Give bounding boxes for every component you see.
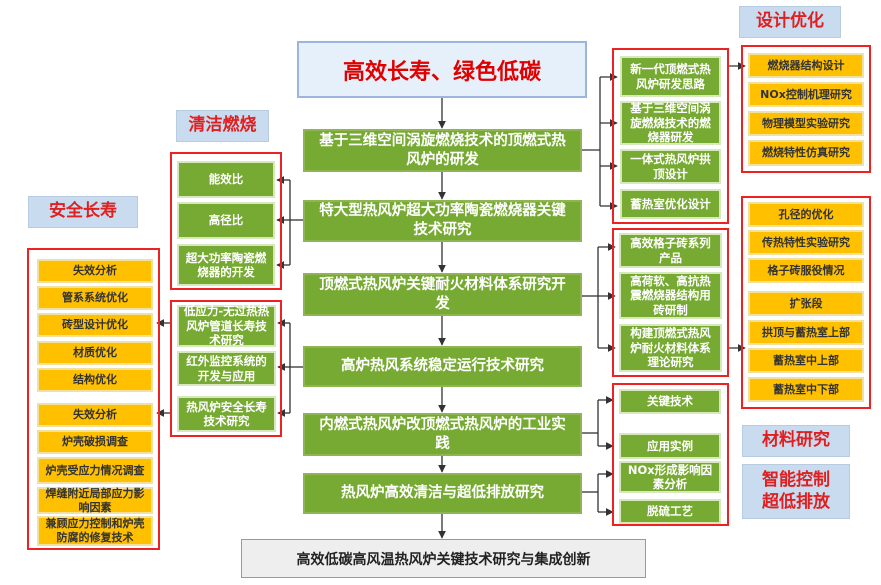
materials-g2-item-4: 蓄热室中下部 <box>748 377 864 402</box>
smart-item-3: NOx形成影响因素分析 <box>619 461 721 493</box>
safety-mid-frame <box>170 300 282 437</box>
safety-g1-item-2: 管系系统优化 <box>37 286 153 310</box>
safety-g2-item-1: 失效分析 <box>37 403 153 427</box>
smart-control-frame <box>612 383 729 526</box>
safety-mid-item-1: 低应力-无过热热风炉管道长寿技术研究 <box>177 304 276 347</box>
design-mid-item-1: 新一代顶燃式热风炉研发思路 <box>620 56 721 97</box>
smart-control-label-line1: 智能控制 <box>762 470 830 491</box>
design-item-2: NOx控制机理研究 <box>748 82 864 107</box>
clean-combustion-frame <box>170 152 282 290</box>
safety-g1-item-3: 砖型设计优化 <box>37 313 153 337</box>
safety-g2-item-2: 炉壳破损调查 <box>37 430 153 454</box>
materials-research-label: 材料研究 <box>742 425 850 457</box>
design-mid-item-4: 蓄热室优化设计 <box>620 189 721 219</box>
safety-longevity-label: 安全长寿 <box>28 196 138 228</box>
safety-outer-frame <box>27 248 160 550</box>
materials-g2-item-3: 蓄热室中上部 <box>748 348 864 373</box>
design-items-frame <box>741 45 871 173</box>
main-step-3: 顶燃式热风炉关键耐火材料体系研究开发 <box>303 273 582 316</box>
safety-g1-item-1: 失效分析 <box>37 259 153 283</box>
smart-item-1: 关键技术 <box>619 389 721 414</box>
main-step-2: 特大型热风炉超大功率陶瓷燃烧器关键技术研究 <box>303 200 582 242</box>
safety-mid-item-2: 红外监控系统的开发与应用 <box>177 351 276 386</box>
materials-items-frame <box>741 196 871 409</box>
bottom-summary: 高效低碳高风温热风炉关键技术研究与集成创新 <box>241 539 646 578</box>
safety-mid-item-3: 热风炉安全长寿技术研究 <box>177 396 276 432</box>
safety-g2-item-5: 兼顾应力控制和炉壳防腐的修复技术 <box>37 516 153 546</box>
main-step-6: 热风炉高效清洁与超低排放研究 <box>303 473 582 514</box>
clean-combustion-label: 清洁燃烧 <box>176 110 269 142</box>
materials-g1-item-2: 传热特性实验研究 <box>748 230 864 255</box>
design-optimization-label: 设计优化 <box>739 6 841 38</box>
materials-mid-item-1: 高效格子砖系列产品 <box>619 233 722 268</box>
design-item-3: 物理模型实验研究 <box>748 111 864 136</box>
smart-control-label: 智能控制 超低排放 <box>742 464 850 519</box>
design-item-1: 燃烧器结构设计 <box>748 53 864 78</box>
materials-mid-item-3: 构建顶燃式热风炉耐火材料体系理论研究 <box>619 324 722 372</box>
main-step-1: 基于三维空间涡旋燃烧技术的顶燃式热风炉的研发 <box>303 129 582 172</box>
main-step-5: 内燃式热风炉改顶燃式热风炉的工业实践 <box>303 413 582 456</box>
safety-g1-item-5: 结构优化 <box>37 368 153 392</box>
clean-item-2: 高径比 <box>177 202 275 239</box>
clean-item-1: 能效比 <box>177 161 275 198</box>
design-mid-item-2: 基于三维空间涡旋燃烧技术的燃烧器研发 <box>620 101 721 145</box>
safety-g2-item-4: 焊缝附近局部应力影响因素 <box>37 487 153 514</box>
design-item-4: 燃烧特性仿真研究 <box>748 140 864 166</box>
design-mid-item-3: 一体式热风炉拱顶设计 <box>620 149 721 184</box>
safety-g2-item-3: 炉壳受应力情况调查 <box>37 457 153 484</box>
materials-g2-item-2: 拱顶与蓄热室上部 <box>748 320 864 345</box>
safety-g1-item-4: 材质优化 <box>37 341 153 365</box>
clean-item-3: 超大功率陶瓷燃烧器的开发 <box>177 244 275 286</box>
materials-g1-item-3: 格子砖服役情况 <box>748 258 864 283</box>
design-mid-frame <box>612 48 729 224</box>
materials-g1-item-1: 孔径的优化 <box>748 202 864 227</box>
smart-item-2: 应用实例 <box>619 433 721 459</box>
smart-item-4: 脱硫工艺 <box>619 499 721 524</box>
materials-mid-frame <box>612 228 729 377</box>
diagram-title: 高效长寿、绿色低碳 <box>297 41 587 98</box>
materials-mid-item-2: 高荷软、高抗热震燃烧器结构用砖研制 <box>619 272 722 319</box>
smart-control-label-line2: 超低排放 <box>762 491 830 512</box>
materials-g2-item-1: 扩张段 <box>748 291 864 316</box>
main-step-4: 高炉热风系统稳定运行技术研究 <box>303 346 582 387</box>
